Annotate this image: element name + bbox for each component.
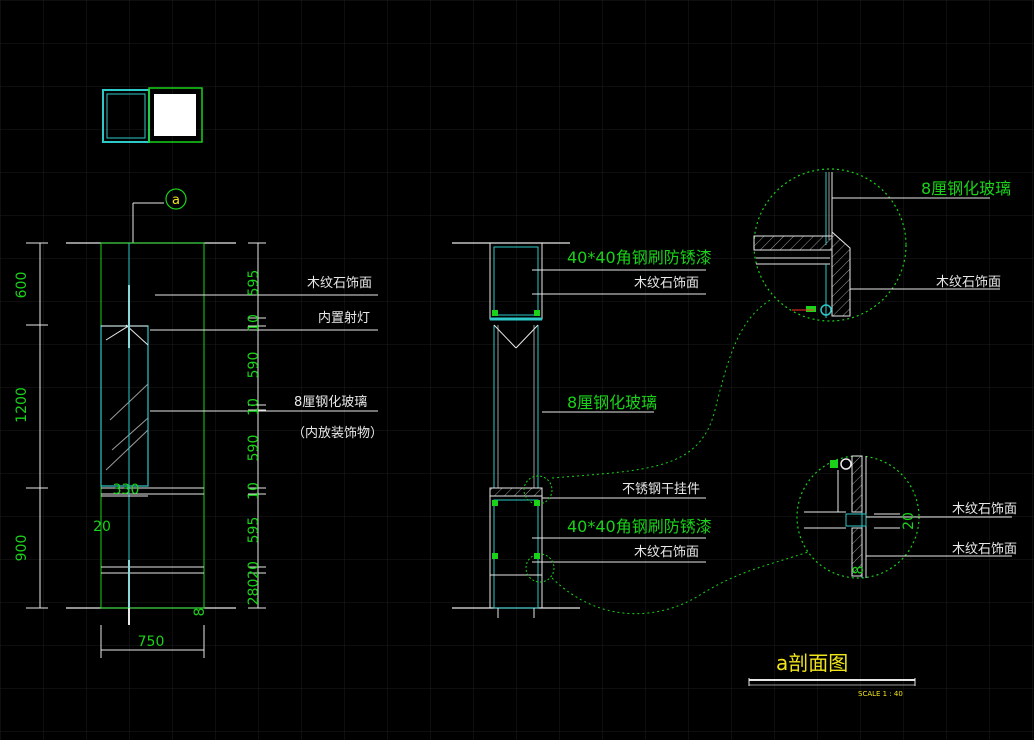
label-detail-stone: 木纹石饰面 [936,275,1001,290]
dim-right-590-a: 590 [246,352,262,379]
label-angle-steel-top: 40*40角钢刷防锈漆 [567,248,712,267]
dim-left-900: 900 [14,535,30,562]
label-detail-stone-2: 木纹石饰面 [952,542,1017,557]
label-stone-bottom: 木纹石饰面 [634,545,699,560]
drawing-scale: SCALE 1 : 40 [858,690,903,698]
title-block [748,678,916,686]
dim-right-10-c: 10 [246,482,262,500]
dim-detail-20: 20 [901,512,917,530]
dim-right-10-a: 10 [246,314,262,332]
section-marker: a [132,188,187,243]
label-detail-glass: 8厘钢化玻璃 [921,179,1011,198]
label-stainless-hanger: 不锈钢干挂件 [622,482,700,497]
dim-right-595-b: 595 [246,517,262,544]
dim-inner-330: 330 [113,482,140,498]
dim-right-590-b: 590 [246,435,262,462]
dim-detail-8: 8 [851,566,867,575]
label-glass-note: （内放装饰物） [292,425,383,441]
dim-bottom-750: 750 [138,634,165,650]
detail-top [753,168,1000,322]
label-spotlight: 内置射灯 [318,310,370,326]
dim-left-1200: 1200 [14,387,30,423]
left-elevation: a [26,188,378,658]
dim-small-8: 8 [192,608,208,617]
label-angle-steel-bottom: 40*40角钢刷防锈漆 [567,517,712,536]
mid-section [452,242,809,618]
label-detail-stone-1: 木纹石饰面 [952,502,1017,517]
label-mid-glass: 8厘钢化玻璃 [567,393,657,412]
label-stone-top: 木纹石饰面 [634,276,699,291]
dim-right-10-b: 10 [246,398,262,416]
dim-right-20: 20 [246,561,262,579]
drawing-title: a剖面图 [776,651,848,675]
view-cube-icon [102,87,203,143]
dim-inner-20: 20 [93,519,111,535]
section-marker-label: a [172,193,180,208]
label-angle-steel-top-text: 40*40角钢刷防锈漆 [567,248,712,267]
label-stone-finish: 木纹石饰面 [307,276,372,291]
label-tempered-glass: 8厘钢化玻璃 [294,395,367,410]
dim-right-280: 280 [246,579,262,606]
dim-right-595-a: 595 [246,270,262,297]
dim-left-600: 600 [14,272,30,299]
detail-bottom [796,455,1012,579]
